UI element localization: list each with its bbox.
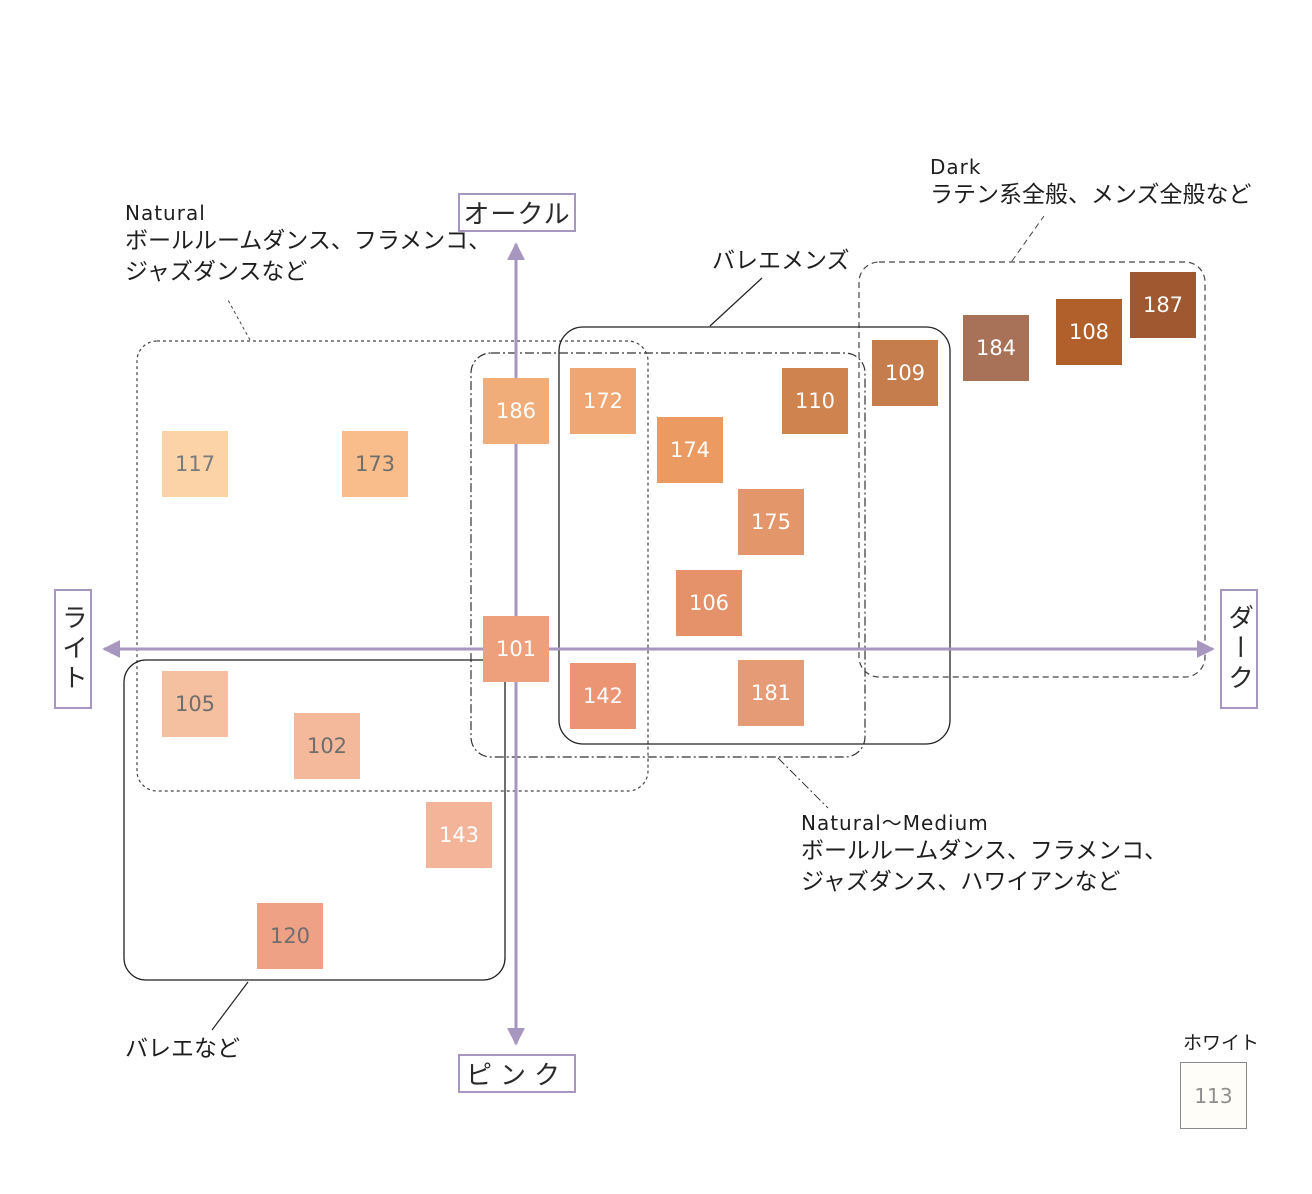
- swatch-120: 120: [257, 903, 323, 969]
- swatch-175: 175: [738, 489, 804, 555]
- swatch-174: 174: [657, 417, 723, 483]
- dark-leader-line: [1011, 215, 1045, 262]
- axis-label-dark: ダーク: [1220, 589, 1258, 709]
- natural-medium-leader-line: [777, 757, 829, 809]
- swatch-106: 106: [676, 570, 742, 636]
- white-label: ホワイト: [1183, 1032, 1260, 1054]
- natural-note: Natural ボールルームダンス、フラメンコ、 ジャズダンスなど: [125, 200, 491, 287]
- natural-leader-line: [227, 299, 251, 341]
- ballet-mens-note: バレエメンズ: [712, 248, 850, 274]
- ballet-mens-leader-line: [709, 277, 763, 327]
- swatch-142: 142: [570, 663, 636, 729]
- swatch-187: 187: [1130, 272, 1196, 338]
- dark-line-1: ラテン系全般、メンズ全般など: [930, 182, 1252, 209]
- dark-title: Dark: [930, 155, 982, 179]
- swatch-186: 186: [483, 378, 549, 444]
- swatch-110: 110: [782, 368, 848, 434]
- axis-label-light: ライト: [54, 589, 92, 709]
- swatch-181: 181: [738, 660, 804, 726]
- swatch-113-white: 113: [1180, 1062, 1247, 1129]
- ballet-group-frame: [123, 659, 506, 981]
- axis-label-pink: ピンク: [458, 1054, 576, 1093]
- swatch-143: 143: [426, 802, 492, 868]
- ballet-leader-line: [211, 981, 249, 1031]
- swatch-108: 108: [1056, 299, 1122, 365]
- ballet-note: バレエなど: [125, 1036, 240, 1062]
- axis-label-ochre: オークル: [458, 193, 576, 232]
- swatch-172: 172: [570, 368, 636, 434]
- natural-medium-note: Natural〜Medium ボールルームダンス、フラメンコ、 ジャズダンス、ハ…: [801, 810, 1167, 897]
- swatch-102: 102: [294, 713, 360, 779]
- ballet-mens-group-frame: [558, 326, 951, 745]
- swatch-105: 105: [162, 671, 228, 737]
- swatch-117: 117: [162, 431, 228, 497]
- swatch-109: 109: [872, 340, 938, 406]
- natural-medium-line-1: ボールルームダンス、フラメンコ、: [801, 838, 1168, 865]
- natural-line-1: ボールルームダンス、フラメンコ、: [125, 228, 492, 255]
- natural-title: Natural: [125, 201, 206, 225]
- natural-group-frame: [136, 340, 649, 792]
- swatch-173: 173: [342, 431, 408, 497]
- natural-medium-title: Natural〜Medium: [801, 811, 989, 835]
- swatch-101: 101: [483, 616, 549, 682]
- natural-medium-group-frame: [470, 352, 866, 758]
- natural-line-2: ジャズダンスなど: [125, 258, 308, 285]
- dark-group-frame: [858, 261, 1206, 678]
- natural-medium-line-2: ジャズダンス、ハワイアンなど: [801, 868, 1121, 895]
- dark-note: Dark ラテン系全般、メンズ全般など: [930, 154, 1252, 211]
- swatch-184: 184: [963, 315, 1029, 381]
